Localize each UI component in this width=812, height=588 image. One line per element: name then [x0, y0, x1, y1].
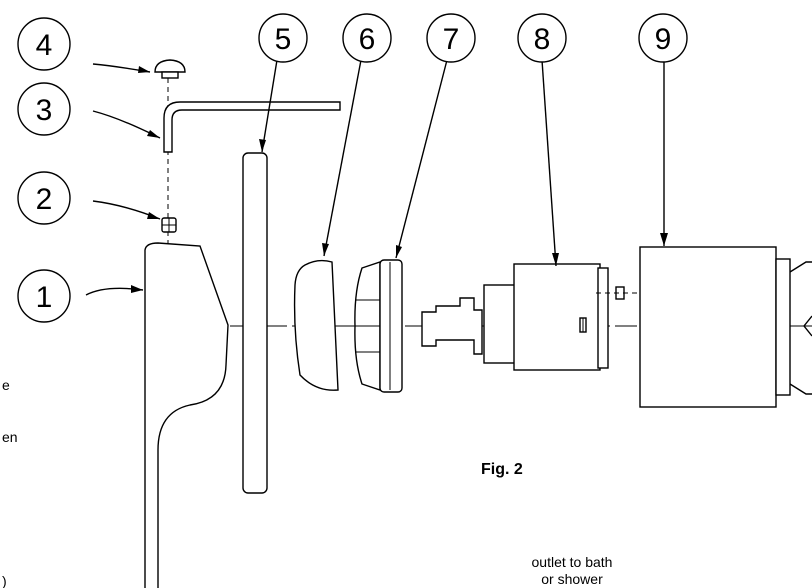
part-6-shroud [293, 259, 339, 391]
callout-5-label: 5 [275, 23, 292, 56]
side-text-line-2: en [2, 429, 18, 445]
callout-1: 1 [17, 269, 71, 323]
callout-4-label: 4 [36, 29, 53, 62]
callout-6-label: 6 [359, 23, 376, 56]
outlet-note-line-1: outlet to bath [532, 554, 613, 570]
part-1-handle-body [144, 242, 229, 588]
part-2-grub-screw [161, 217, 177, 233]
callout-7-label: 7 [443, 23, 460, 56]
callout-5: 5 [258, 13, 308, 63]
callout-3-label: 3 [36, 94, 53, 127]
outlet-note-line-2: or shower [541, 571, 603, 587]
callout-9-label: 9 [655, 23, 672, 56]
part-9-valve-housing [639, 246, 812, 408]
callout-8: 8 [517, 13, 567, 63]
callout-3: 3 [17, 82, 71, 136]
part-8-cartridge [421, 263, 640, 371]
part-4-cover-cap [154, 59, 186, 79]
side-text-line-3: ) [2, 573, 7, 588]
callout-2: 2 [17, 171, 71, 225]
callout-1-label: 1 [36, 281, 53, 314]
callout-9: 9 [638, 13, 688, 63]
callout-7: 7 [426, 13, 476, 63]
figure-caption: Fig. 2 [481, 461, 523, 478]
callout-2-label: 2 [36, 183, 53, 216]
part-3-hex-key [163, 101, 341, 153]
callout-8-label: 8 [534, 23, 551, 56]
part-5-backplate [242, 152, 268, 494]
callout-4: 4 [17, 17, 71, 71]
callout-6: 6 [342, 13, 392, 63]
part-7-hex-nut [354, 259, 403, 393]
side-text-line-1: e [2, 377, 10, 393]
leader-arrowheads [131, 66, 668, 293]
